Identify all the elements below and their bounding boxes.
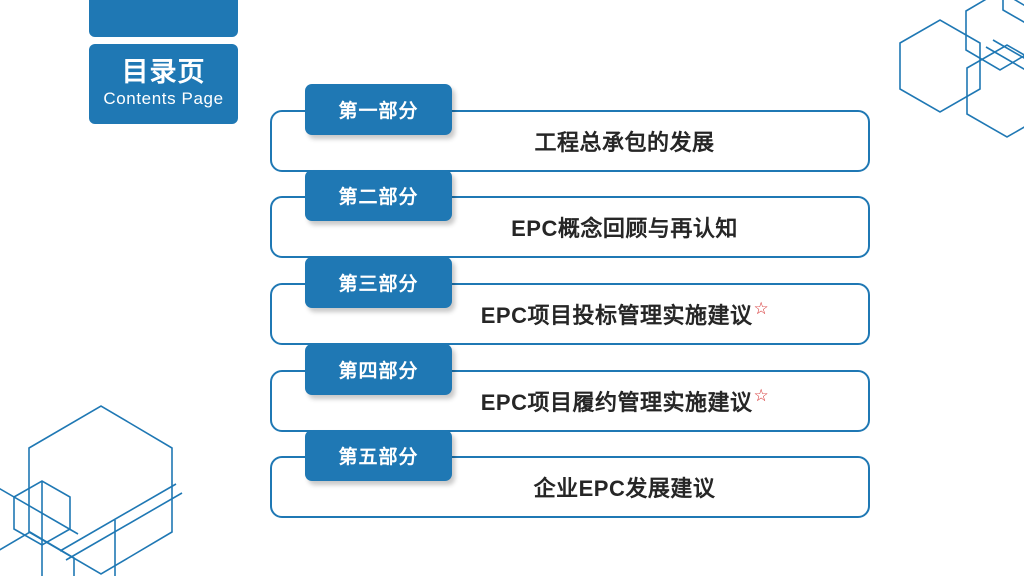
- hexagon-icon: [965, 0, 1024, 71]
- hexagon-icon: [13, 480, 71, 546]
- hexagon-icon: [28, 405, 173, 575]
- contents-title-block: 目录页 Contents Page: [89, 0, 238, 124]
- row-title: 工程总承包的发展: [270, 110, 870, 172]
- list-item[interactable]: EPC概念回顾与再认知 第二部分: [270, 170, 870, 258]
- hexagon-icon: [1002, 0, 1024, 23]
- list-item[interactable]: EPC项目投标管理实施建议 ☆ 第三部分: [270, 257, 870, 345]
- page-title-en: Contents Page: [103, 89, 224, 109]
- star-icon: ☆: [753, 299, 770, 318]
- hexagon-edge-line: [0, 487, 79, 535]
- list-item[interactable]: EPC项目履约管理实施建议 ☆ 第四部分: [270, 344, 870, 432]
- hexagon-edge-line: [65, 492, 183, 561]
- title-body: 目录页 Contents Page: [89, 44, 238, 124]
- row-title-text: 企业EPC发展建议: [533, 476, 716, 501]
- row-outline: [270, 283, 870, 345]
- page-title-cn: 目录页: [121, 57, 206, 88]
- title-cap-bar: [89, 0, 238, 37]
- hexagon-edge-line: [992, 39, 1024, 59]
- hexagon-icon: [966, 44, 1024, 138]
- row-tag[interactable]: 第五部分: [305, 430, 452, 481]
- row-outline: [270, 196, 870, 258]
- row-title-text: EPC项目履约管理实施建议: [480, 390, 753, 415]
- hexagon-edge-line: [985, 46, 1024, 70]
- row-title-text: EPC概念回顾与再认知: [511, 216, 738, 241]
- row-tag[interactable]: 第三部分: [305, 257, 452, 308]
- row-title: EPC项目投标管理实施建议 ☆: [270, 283, 870, 345]
- hexagon-edge-line: [59, 483, 177, 552]
- row-title: EPC项目履约管理实施建议 ☆: [270, 370, 870, 432]
- star-icon: ☆: [753, 386, 770, 405]
- row-title: EPC概念回顾与再认知: [270, 196, 870, 258]
- row-tag[interactable]: 第一部分: [305, 84, 452, 135]
- row-tag[interactable]: 第二部分: [305, 170, 452, 221]
- hexagon-icon: [899, 19, 981, 113]
- row-tag[interactable]: 第四部分: [305, 344, 452, 395]
- list-item[interactable]: 企业EPC发展建议 第五部分: [270, 430, 870, 518]
- row-title-text: 工程总承包的发展: [534, 130, 715, 155]
- hexagon-icon: [0, 531, 75, 576]
- row-title: 企业EPC发展建议: [270, 456, 870, 518]
- list-item[interactable]: 工程总承包的发展 第一部分: [270, 84, 870, 172]
- row-title-text: EPC项目投标管理实施建议: [480, 303, 753, 328]
